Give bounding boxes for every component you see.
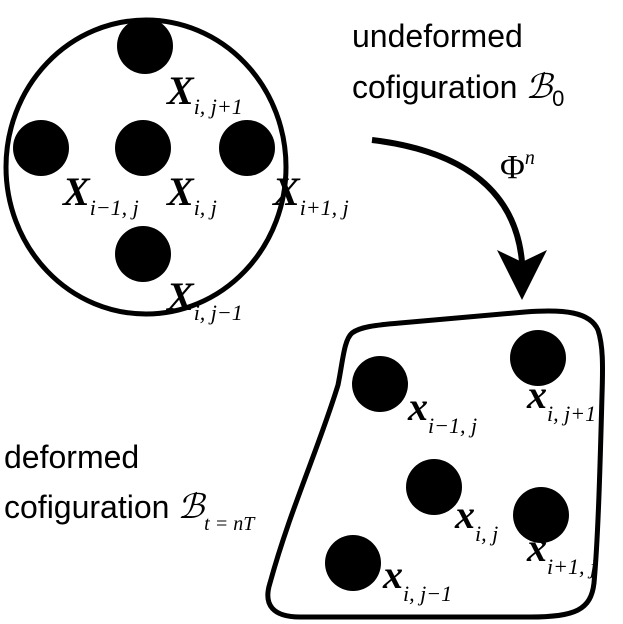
reference-particles [13,18,275,282]
label-X-ip1-j: Xi+1, j [271,169,349,220]
particle-x-i-j [406,459,462,515]
particle-x-i-jm1 [325,535,381,591]
particle-X-i-j [115,120,171,176]
label-x-i-j: xi, j [454,492,498,546]
label-x-ip1-j: xi+1, j [526,525,596,579]
current-particles [325,330,569,591]
reference-labels: Xi, j+1 Xi−1, j Xi, j Xi+1, j Xi, j−1 [61,68,349,325]
particle-X-i-jm1 [115,226,171,282]
particle-X-ip1-j [219,120,275,176]
deformed-body [265,308,606,620]
map-label: Φn [500,147,535,186]
particle-X-im1-j [13,120,69,176]
label-X-i-j: Xi, j [165,169,217,220]
arrow-shaft [371,137,525,263]
undeformed-line1: undeformed [352,18,523,54]
label-x-i-jp1: xi, j+1 [526,372,596,426]
deformed-line1: deformed [4,439,139,475]
label-x-i-jm1: xi, j−1 [382,552,452,606]
arrowhead-icon [497,250,547,300]
label-x-im1-j: xi−1, j [407,384,477,438]
particle-X-i-jp1 [117,18,173,74]
label-X-i-jm1: Xi, j−1 [165,274,243,325]
particle-x-im1-j [352,356,408,412]
particle-x-i-jp1 [510,330,566,386]
particle-x-ip1-j [513,487,569,543]
mapping-arrow [371,137,547,300]
label-X-im1-j: Xi−1, j [61,169,139,220]
label-X-i-jp1: Xi, j+1 [165,68,243,119]
current-labels: xi−1, j xi, j+1 xi, j xi+1, j xi, j−1 [382,372,596,606]
